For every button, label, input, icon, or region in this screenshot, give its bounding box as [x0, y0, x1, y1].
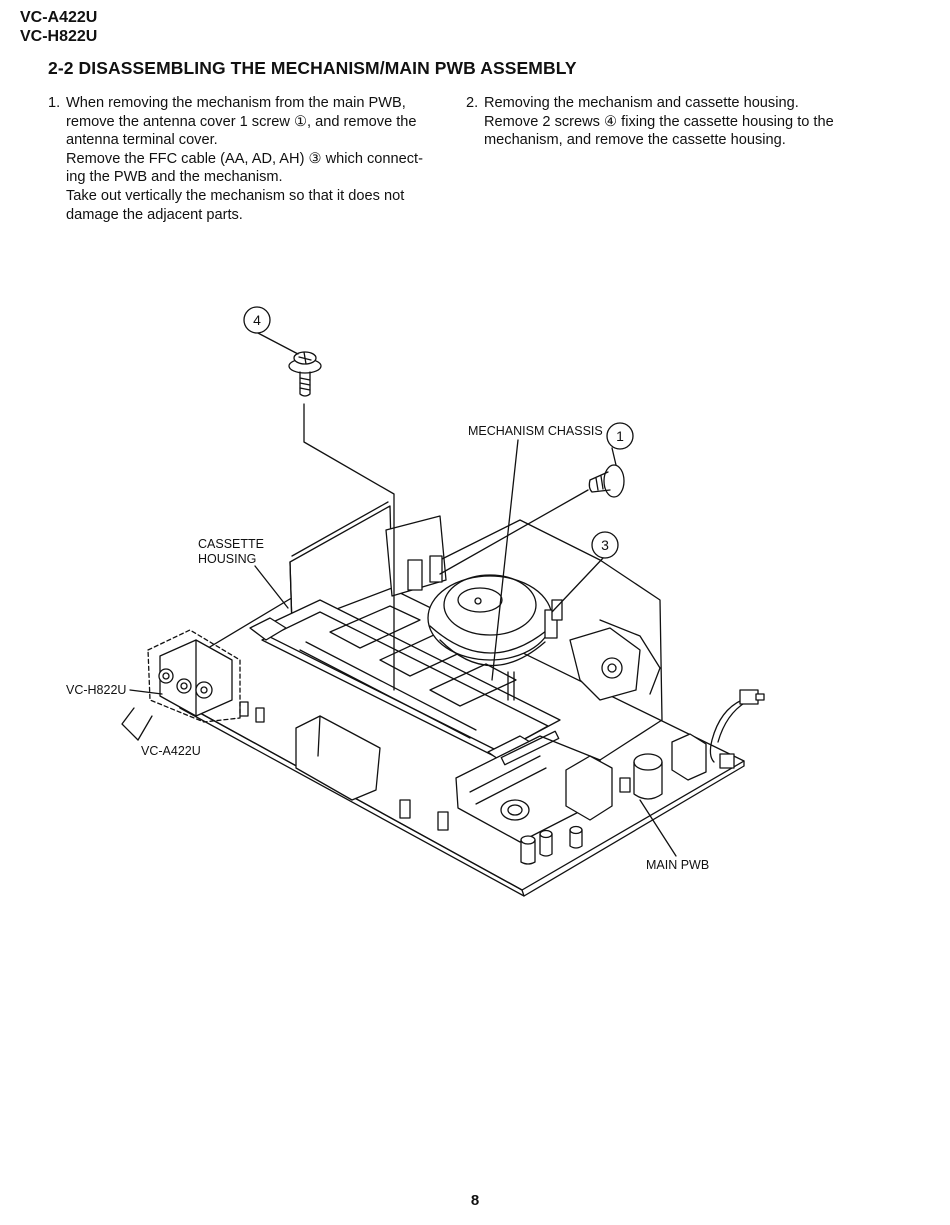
front-loading-block: [455, 730, 603, 843]
section-title: 2-2 DISASSEMBLING THE MECHANISM/MAIN PWB…: [48, 58, 577, 78]
cassette-housing: [249, 501, 561, 767]
callout-3-circle: [591, 531, 619, 559]
callout-1-circle: [606, 422, 634, 450]
step-1-line: antenna terminal cover.: [66, 132, 218, 149]
page-number: 8: [470, 1192, 480, 1209]
callout-4-circle: [243, 306, 271, 334]
step-2-text: Removing the mechanism and cassette hous…: [484, 94, 886, 150]
mechanism-chassis: [407, 519, 663, 761]
screw-1: [439, 464, 625, 575]
pcb-components: [239, 689, 765, 865]
step-2: 2. Removing the mechanism and cassette h…: [466, 94, 886, 150]
label-vc-h822u: VC-H822U: [66, 683, 126, 697]
model-name-a422u: VC-A422U: [20, 9, 98, 26]
step-2-line: Removing the mechanism and cassette hous…: [484, 95, 799, 111]
model-name-h822u: VC-H822U: [20, 28, 98, 45]
step-1-line: When removing the mechanism from the mai…: [66, 95, 406, 111]
step-2-line: mechanism, and remove the cassette housi…: [484, 132, 786, 149]
label-cassette-housing-line2: HOUSING: [198, 552, 256, 566]
step-1-text: When removing the mechanism from the mai…: [66, 94, 448, 224]
callout-4-number: 4: [253, 312, 261, 328]
step-1-line: ing the PWB and the mechanism.: [66, 169, 283, 186]
step-1-line: Take out vertically the mechanism so tha…: [66, 187, 405, 204]
step-1: 1. When removing the mechanism from the …: [48, 94, 448, 224]
model-header: VC-A422U VC-H822U: [20, 8, 97, 46]
callout-3-number: 3: [601, 537, 609, 553]
label-cassette-housing-line1: CASSETTE: [198, 537, 264, 551]
leader-lines: [121, 331, 677, 857]
step-1-line: Remove the FFC cable (AA, AD, AH) ③ whic…: [66, 150, 423, 167]
label-mechanism-chassis: MECHANISM CHASSIS: [468, 424, 603, 438]
step-1-line: damage the adjacent parts.: [66, 206, 243, 223]
callout-1-number: 1: [616, 428, 624, 444]
antenna-terminal: [147, 629, 241, 723]
step-2-number: 2.: [466, 95, 479, 111]
label-vc-a422u: VC-A422U: [141, 744, 201, 758]
label-main-pwb: MAIN PWB: [646, 858, 709, 872]
step-1-number: 1.: [48, 95, 61, 111]
screw-4: [288, 351, 395, 691]
step-2-line: Remove 2 screws ④ fixing the cassette ho…: [484, 113, 834, 130]
step-1-line: remove the antenna cover 1 screw ①, and …: [66, 113, 417, 130]
